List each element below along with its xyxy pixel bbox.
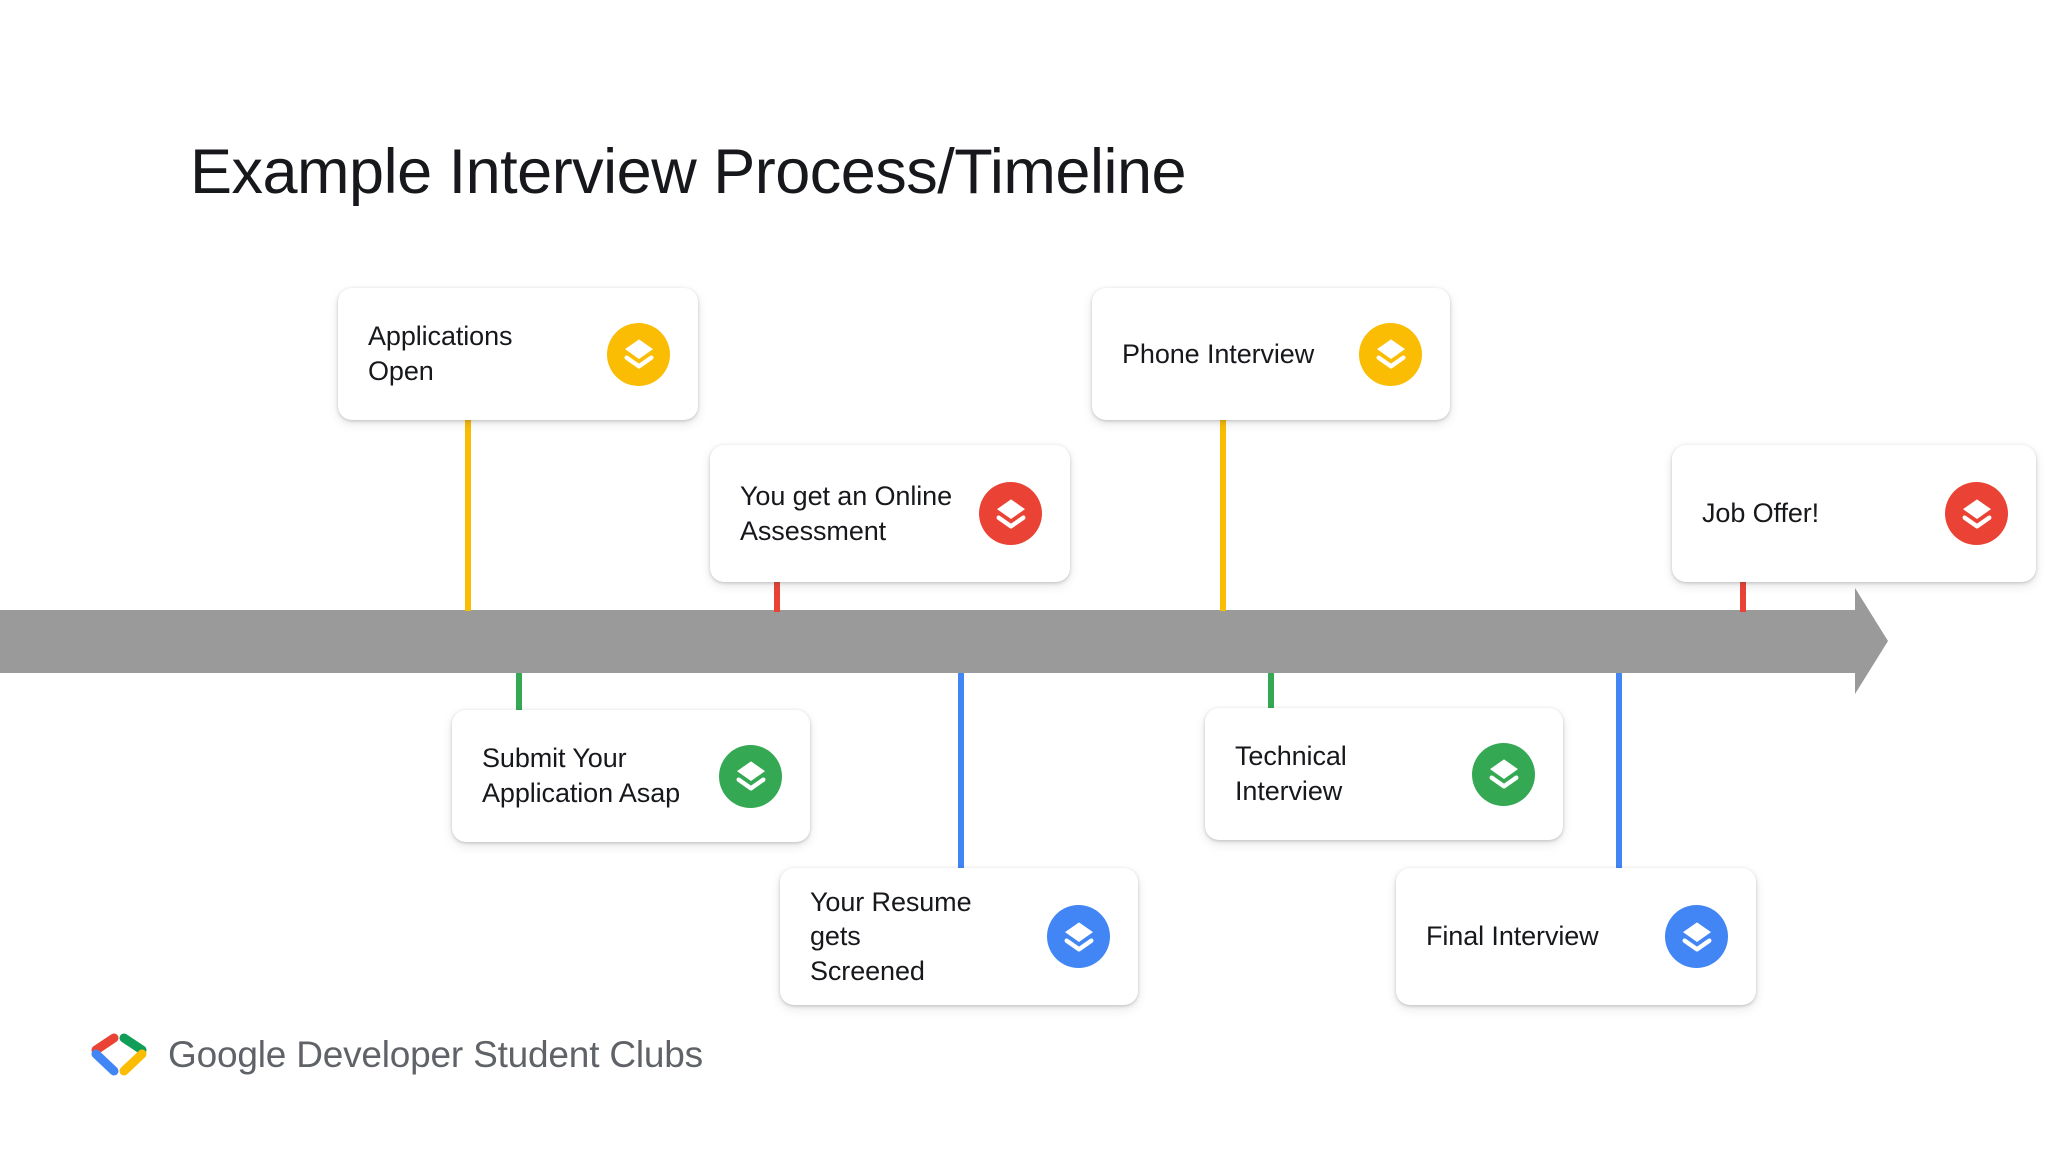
timeline-connector-phone-interview xyxy=(1220,420,1226,611)
timeline-connector-job-offer xyxy=(1740,582,1746,612)
layers-icon xyxy=(1359,322,1422,386)
timeline-card-label: Applications Open xyxy=(368,321,513,386)
timeline-card-final-interview[interactable]: Final Interview xyxy=(1396,868,1756,1005)
timeline-connector-applications-open xyxy=(465,420,471,611)
gdsc-wordmark: Google Developer Student Clubs xyxy=(168,1034,703,1075)
gdsc-code-brackets-icon xyxy=(88,1032,150,1078)
timeline-connector-final-interview xyxy=(1616,673,1622,871)
gdsc-logo: Google Developer Student Clubs xyxy=(88,1032,703,1078)
timeline-connector-technical-interview xyxy=(1268,673,1274,713)
layers-icon xyxy=(979,482,1042,545)
timeline-card-label: Technical Interview xyxy=(1235,741,1347,806)
layers-icon xyxy=(1047,905,1110,968)
timeline-card-submit-application-asap[interactable]: Submit Your Application Asap xyxy=(452,710,810,842)
timeline-card-job-offer[interactable]: Job Offer! xyxy=(1672,445,2036,582)
layers-icon xyxy=(607,322,670,386)
timeline-card-label: Your Resume gets Screened xyxy=(810,886,972,986)
timeline-card-label: Phone Interview xyxy=(1122,338,1315,369)
timeline-card-phone-interview[interactable]: Phone Interview xyxy=(1092,288,1450,420)
timeline-bar xyxy=(0,610,1855,673)
timeline-card-label: Submit Your Application Asap xyxy=(482,743,681,808)
layers-icon xyxy=(1472,742,1535,806)
timeline-card-label: Job Offer! xyxy=(1702,498,1820,529)
timeline-card-technical-interview[interactable]: Technical Interview xyxy=(1205,708,1563,840)
layers-icon xyxy=(1945,482,2008,545)
timeline-card-label: Final Interview xyxy=(1426,921,1599,952)
timeline-connector-online-assessment xyxy=(774,582,780,612)
timeline-connector-resume-screened xyxy=(958,673,964,871)
timeline-arrowhead-icon xyxy=(1855,588,1888,694)
timeline-card-label: You get an Online Assessment xyxy=(740,480,952,546)
layers-icon xyxy=(1665,905,1728,968)
timeline-card-online-assessment[interactable]: You get an Online Assessment xyxy=(710,445,1070,582)
layers-icon xyxy=(719,744,782,808)
timeline-card-applications-open[interactable]: Applications Open xyxy=(338,288,698,420)
timeline-connector-submit-application-asap xyxy=(516,673,522,713)
timeline-card-resume-screened[interactable]: Your Resume gets Screened xyxy=(780,868,1138,1005)
page-title: Example Interview Process/Timeline xyxy=(190,137,1187,207)
